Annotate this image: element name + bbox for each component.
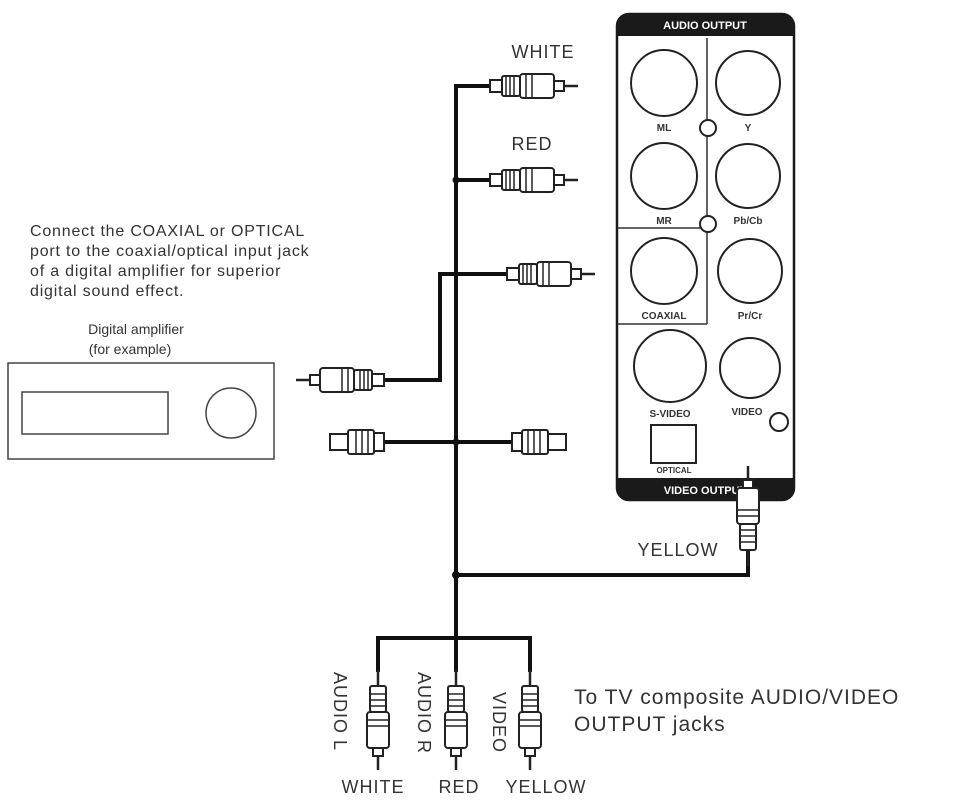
tv-note-line: To TV composite AUDIO/VIDEO — [574, 686, 899, 709]
amplifier-title: Digital amplifier — [88, 321, 184, 337]
coaxial-optical-note: Connect the COAXIAL or OPTICAL port to t… — [30, 223, 310, 300]
jack-pbcb-label: Pb/Cb — [734, 216, 763, 227]
jack-y-label: Y — [745, 123, 752, 134]
video-plug-icon — [517, 668, 543, 772]
jack-svideo-label: S-VIDEO — [649, 409, 690, 420]
audio-l-label: AUDIO L — [330, 672, 350, 751]
main-trunk-wire — [454, 84, 490, 640]
red-rca-plug-icon — [488, 166, 580, 194]
panel-header-bar — [617, 14, 794, 36]
optical-plug-icon — [511, 429, 567, 455]
amp-optical-plug-icon — [329, 429, 385, 455]
jack-ml[interactable] — [630, 49, 698, 117]
yellow-cable-label: YELLOW — [637, 540, 718, 560]
junction-dot — [452, 571, 460, 579]
bottom-yellow-label: YELLOW — [505, 777, 586, 797]
jack-mr-label: MR — [656, 216, 672, 227]
output-panel: AUDIO OUTPUT VIDEO OUTPUT ML Y MR Pb/Cb … — [615, 12, 796, 502]
jack-optical-label: OPTICAL — [656, 466, 691, 475]
jack-coaxial-label: COAXIAL — [642, 311, 687, 322]
jack-pbcb[interactable] — [715, 143, 781, 209]
coaxial-rca-plug-icon — [505, 260, 597, 288]
screw-hole-icon — [699, 119, 717, 137]
jack-prcr-label: Pr/Cr — [738, 311, 763, 322]
coaxial-wire — [384, 272, 507, 382]
white-rca-plug-icon — [488, 72, 580, 100]
junction-dot — [452, 176, 460, 184]
jack-svideo[interactable] — [633, 329, 707, 403]
note-line: Connect the COAXIAL or OPTICAL — [30, 223, 305, 240]
panel-header-label: AUDIO OUTPUT — [663, 20, 747, 32]
audio-r-label: AUDIO R — [414, 672, 434, 754]
video-label: VIDEO — [489, 692, 509, 753]
jack-mr[interactable] — [630, 142, 698, 210]
audio-l-plug-icon — [365, 668, 391, 772]
jack-coaxial[interactable] — [630, 237, 698, 305]
digital-amplifier: Digital amplifier (for example) — [7, 321, 275, 460]
jack-ml-label: ML — [657, 123, 671, 134]
audio-r-plug-icon — [443, 668, 469, 772]
screw-hole-icon — [769, 412, 789, 432]
junction-dot — [452, 438, 460, 446]
tv-note-line: OUTPUT jacks — [574, 713, 726, 736]
amp-coaxial-plug-icon — [294, 366, 386, 394]
note-line: port to the coaxial/optical input jack — [30, 243, 310, 260]
jack-prcr[interactable] — [717, 238, 783, 304]
red-cable-label: RED — [511, 134, 552, 154]
jack-optical[interactable] — [650, 424, 697, 464]
note-line: digital sound effect. — [30, 283, 184, 300]
white-cable-label: WHITE — [512, 42, 575, 62]
bottom-white-label: WHITE — [342, 777, 405, 797]
bottom-red-label: RED — [438, 777, 479, 797]
jack-y[interactable] — [715, 50, 781, 116]
cable-wires — [376, 84, 750, 672]
jack-video-label: VIDEO — [731, 407, 762, 418]
amplifier-display — [21, 391, 169, 435]
screw-hole-icon — [699, 215, 717, 233]
note-line: of a digital amplifier for superior — [30, 263, 281, 280]
jack-video[interactable] — [719, 337, 781, 399]
panel-footer-label: VIDEO OUTPUT — [664, 485, 747, 497]
amplifier-subtitle: (for example) — [89, 341, 171, 357]
amplifier-knob-icon — [205, 387, 257, 439]
